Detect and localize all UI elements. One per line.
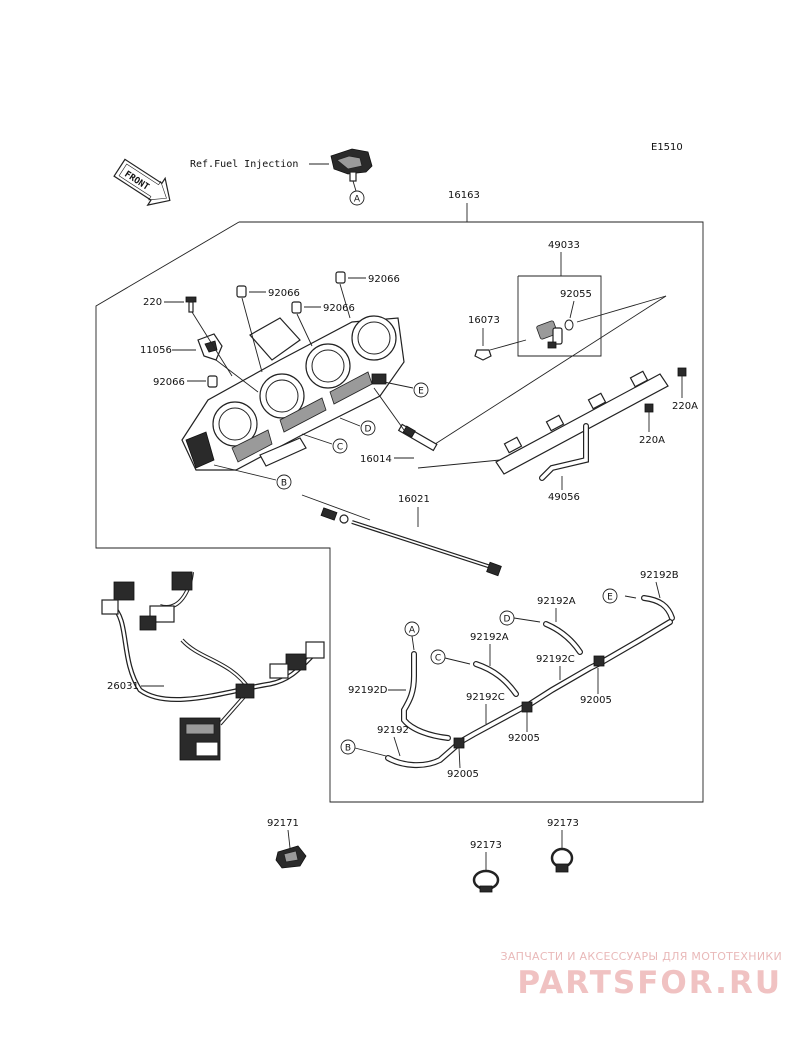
screw-220A-b	[644, 403, 654, 413]
front-arrow: FRONT	[113, 158, 171, 207]
part-92005-a: 92005	[580, 695, 612, 706]
svg-text:B: B	[281, 479, 287, 489]
part-92066-b: 92066	[368, 274, 400, 285]
callout-c-body: C	[332, 438, 348, 454]
part-92192C-b: 92192C	[466, 692, 505, 703]
part-92192A-b: 92192A	[470, 632, 509, 643]
screw-220A-a	[677, 367, 687, 377]
part-92192D: 92192D	[348, 685, 388, 696]
callout-d-hose: D	[499, 610, 515, 626]
part-11056: 11056	[140, 345, 172, 356]
bracket-11056	[197, 333, 223, 361]
diagram-code: E1510	[651, 142, 683, 153]
part-92066-a: 92066	[268, 288, 300, 299]
callout-b-body: B	[276, 474, 292, 490]
wiring-harness	[101, 571, 325, 761]
callout-a-top: A	[349, 190, 365, 206]
nut-16073	[474, 349, 492, 361]
part-26031: 26031	[107, 681, 139, 692]
part-92055: 92055	[560, 289, 592, 300]
cap-92066-d	[207, 375, 218, 388]
callout-e-hose: E	[602, 588, 618, 604]
part-92005-b: 92005	[508, 733, 540, 744]
clamp-92171	[275, 845, 307, 869]
part-92173-b: 92173	[547, 818, 579, 829]
part-92192: 92192	[377, 725, 409, 736]
pressure-sensor	[536, 319, 574, 349]
svg-text:E: E	[418, 387, 424, 397]
watermark-logo: PARTSFOR.RU	[517, 965, 782, 1001]
svg-text:D: D	[504, 615, 511, 625]
fuel-rail	[495, 370, 669, 481]
watermark-tagline: ЗАПЧАСТИ И АКСЕССУАРЫ ДЛЯ МОТОТЕХНИКИ	[500, 950, 782, 963]
svg-text:C: C	[435, 654, 441, 664]
part-92192C-a: 92192C	[536, 654, 575, 665]
callout-e-body: E	[413, 382, 429, 398]
clip-92173-b	[550, 847, 574, 873]
cap-92066-a	[236, 285, 247, 298]
callout-b-hose: B	[340, 739, 356, 755]
svg-text:A: A	[409, 626, 416, 636]
svg-text:A: A	[354, 195, 361, 205]
part-16073: 16073	[468, 315, 500, 326]
part-92173-a: 92173	[470, 840, 502, 851]
callout-d-body: D	[360, 420, 376, 436]
cap-92066-b	[335, 271, 346, 284]
throttle-body	[181, 315, 405, 471]
svg-text:E: E	[607, 593, 613, 603]
part-49056: 49056	[548, 492, 580, 503]
callout-c-hose: C	[430, 649, 446, 665]
svg-text:B: B	[345, 744, 351, 754]
ref-fuel-injection-label: Ref.Fuel Injection	[190, 159, 298, 170]
part-220: 220	[143, 297, 162, 308]
cap-92066-c	[291, 301, 302, 314]
part-92192B: 92192B	[640, 570, 679, 581]
part-92171: 92171	[267, 818, 299, 829]
svg-text:C: C	[337, 443, 343, 453]
part-220A-b: 220A	[639, 435, 665, 446]
bracket-49033	[517, 275, 602, 357]
vacuum-hoses	[385, 595, 675, 768]
shaft-16021	[320, 507, 502, 577]
injector-16014	[397, 423, 438, 452]
part-92192A-a: 92192A	[537, 596, 576, 607]
svg-text:D: D	[365, 425, 372, 435]
part-49033: 49033	[548, 240, 580, 251]
part-92005-c: 92005	[447, 769, 479, 780]
part-16021: 16021	[398, 494, 430, 505]
screw-220	[185, 296, 197, 313]
watermark: ЗАПЧАСТИ И АКСЕССУАРЫ ДЛЯ МОТОТЕХНИКИ PA…	[500, 950, 782, 1001]
part-16014: 16014	[360, 454, 392, 465]
callout-a-hose: A	[404, 621, 420, 637]
part-92066-d: 92066	[153, 377, 185, 388]
part-220A-a: 220A	[672, 401, 698, 412]
assembly-boundary	[95, 221, 704, 803]
clip-92173-a	[472, 869, 500, 893]
part-92066-c: 92066	[323, 303, 355, 314]
part-16163: 16163	[448, 190, 480, 201]
fuel-injection-connector	[330, 148, 373, 182]
